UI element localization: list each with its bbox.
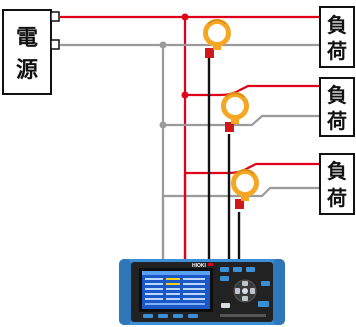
power-source-label-top: 電: [16, 26, 38, 51]
clamp-sensor-2: [221, 92, 249, 132]
soft-key[interactable]: [173, 314, 183, 318]
function-key[interactable]: [233, 267, 242, 272]
soft-key[interactable]: [143, 314, 153, 318]
soft-key[interactable]: [188, 314, 198, 318]
load-box: [319, 77, 355, 137]
function-key[interactable]: [246, 267, 255, 272]
power-source: 電 源: [2, 9, 60, 95]
cursor-right-button[interactable]: [250, 288, 255, 294]
load-label-bottom: 荷: [327, 186, 347, 210]
screen-header-bar: [142, 271, 210, 275]
cursor-left-button[interactable]: [235, 288, 240, 294]
clamp-core: [235, 199, 244, 209]
load-box: [319, 6, 355, 68]
load-label-bottom: 荷: [327, 109, 347, 133]
esc-key[interactable]: [261, 281, 270, 286]
save-key[interactable]: [221, 303, 230, 308]
load-2: 負 荷: [319, 77, 355, 137]
clamp-ring: [231, 169, 259, 197]
model-strip: [220, 314, 266, 317]
source-terminal-live: [50, 11, 60, 22]
cursor-pad: [233, 279, 257, 303]
load-3: 負 荷: [319, 153, 355, 215]
junction-dot: [181, 91, 189, 99]
load-label-top: 負: [327, 13, 347, 37]
load-label-bottom: 荷: [327, 39, 347, 63]
function-keys: [220, 267, 255, 281]
enter-button[interactable]: [242, 288, 248, 294]
soft-keys: [143, 314, 198, 318]
clamp-ring: [221, 92, 249, 120]
clamp-jaw: [225, 92, 245, 98]
load-label-top: 負: [327, 83, 347, 107]
clamp-sensor-3: [231, 169, 259, 209]
clamp-jaw: [235, 169, 255, 175]
power-indicator: [208, 263, 213, 266]
cursor-up-button[interactable]: [242, 281, 248, 286]
junction-dot: [181, 13, 189, 21]
clamp-sensor-1: [203, 19, 231, 58]
load-1: 負 荷: [319, 6, 355, 68]
side-keys: [221, 281, 270, 308]
clamp-handle: [213, 43, 221, 50]
screen-readout-lines: [145, 278, 205, 305]
neutral-wiring: [60, 43, 320, 198]
load-box: [319, 153, 355, 215]
load-label-top: 負: [327, 159, 347, 183]
analyzer-brand-logo: HIOKI: [192, 263, 207, 269]
function-key[interactable]: [220, 267, 229, 272]
clamp-core: [205, 48, 214, 58]
analyzer-bumper-left: [119, 259, 131, 325]
power-analyzer: HIOKI: [119, 259, 285, 325]
clamp-ring: [203, 19, 231, 47]
clamp-handle: [231, 117, 239, 124]
power-source-label-bottom: 源: [16, 58, 38, 83]
junction-dots: [159, 13, 189, 129]
sensor-cables: [207, 58, 241, 262]
clamp-core: [225, 122, 234, 132]
analyzer-bumper-right: [273, 259, 285, 325]
live-wiring: [60, 15, 320, 175]
power-source-box: [2, 9, 52, 95]
junction-dot: [159, 121, 167, 129]
voltage-leads: [161, 173, 187, 262]
neutral-branch-2: [163, 114, 320, 127]
neutral-branch-3: [163, 186, 320, 198]
function-key[interactable]: [220, 276, 229, 281]
cursor-down-button[interactable]: [242, 296, 248, 301]
soft-key[interactable]: [158, 314, 168, 318]
source-terminal-neutral: [50, 39, 60, 50]
start-stop-key[interactable]: [258, 301, 269, 307]
live-branch-2: [185, 84, 320, 97]
clamp-handle: [241, 194, 249, 201]
clamp-jaw: [207, 19, 227, 25]
junction-dot: [159, 41, 167, 49]
